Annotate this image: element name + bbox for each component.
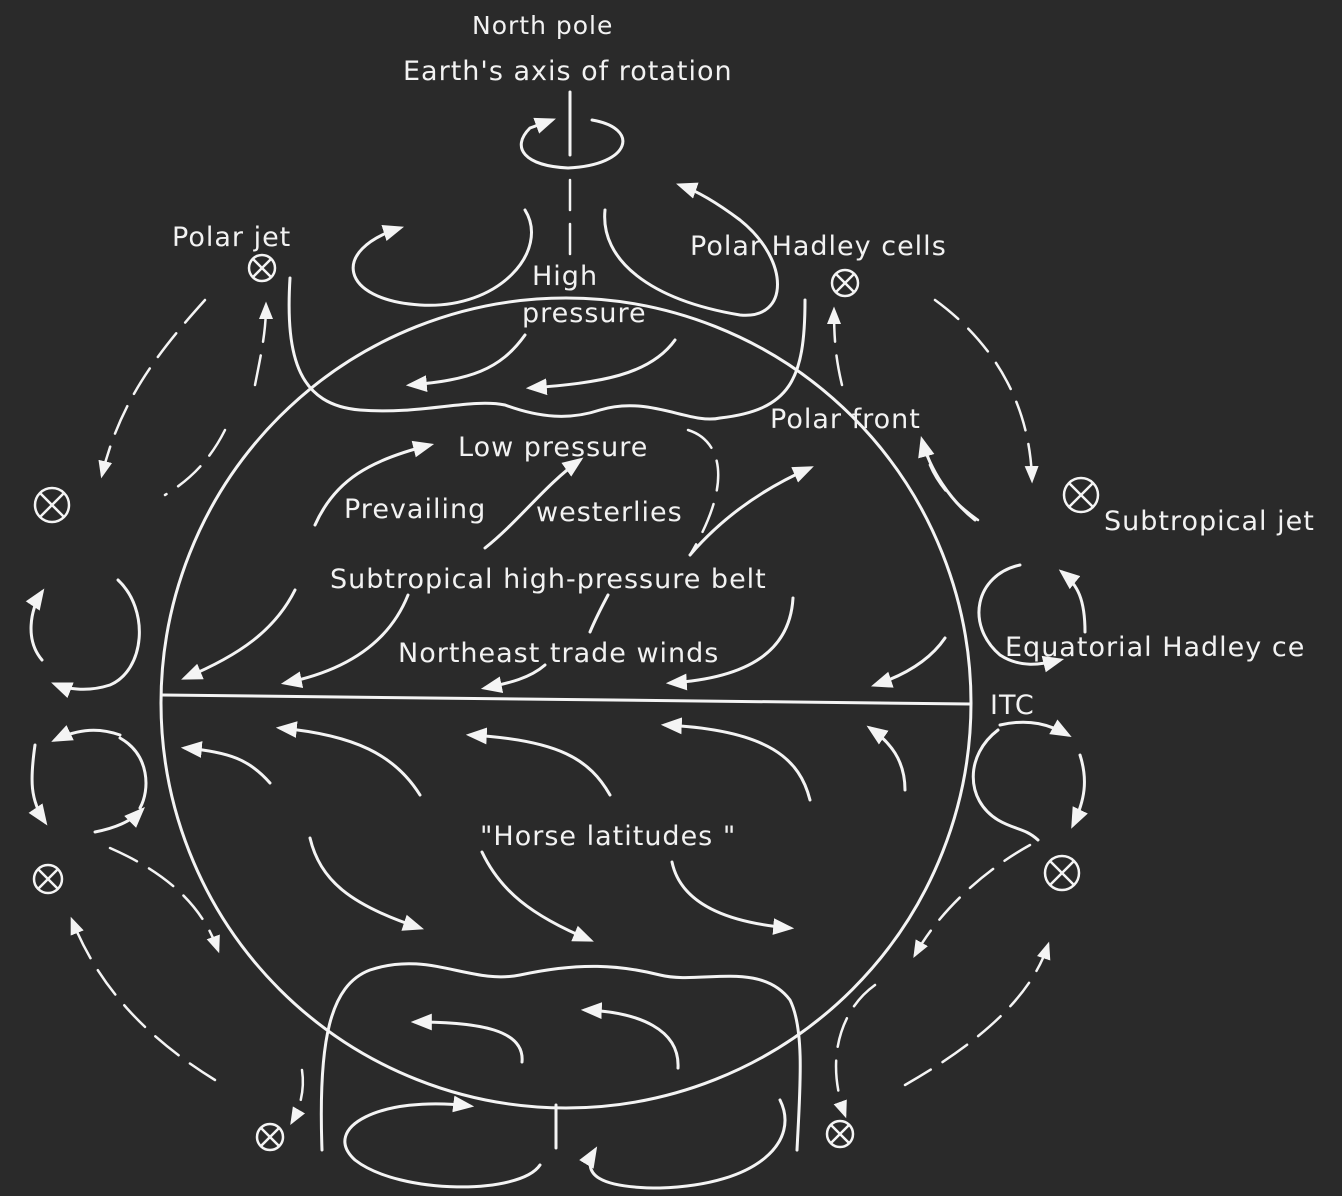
dash-front-up bbox=[918, 435, 977, 522]
itc-label: ITC bbox=[990, 690, 1035, 721]
right-cell-upper bbox=[977, 563, 1065, 673]
right-cell-lower-c bbox=[971, 728, 1040, 842]
left-cell-lower-b bbox=[28, 743, 48, 826]
westerly-1 bbox=[313, 440, 435, 527]
dash-left-lower-b bbox=[108, 846, 220, 954]
left-cell-upper-b bbox=[25, 588, 45, 662]
high-pressure-label-2: pressure bbox=[522, 298, 647, 329]
north-polar-cap bbox=[287, 276, 807, 421]
rotation-arrow bbox=[519, 117, 625, 170]
south-flow-4 bbox=[660, 717, 812, 802]
south-polar-cap bbox=[319, 962, 802, 1152]
polar-flow-1 bbox=[405, 333, 527, 392]
dash-jet-right bbox=[827, 306, 844, 387]
westerly-3 bbox=[688, 466, 814, 557]
dash-left-lower bbox=[70, 916, 217, 1082]
dash-left-upper bbox=[98, 298, 207, 479]
jet-stream-symbol-icon bbox=[32, 863, 64, 895]
south-flow-5 bbox=[866, 725, 907, 792]
subtropical-jet-label: Subtropical jet bbox=[1104, 506, 1315, 537]
westerly-2 bbox=[483, 457, 584, 550]
jet-stream-symbol-icon bbox=[825, 1119, 855, 1149]
south-polar-flow-1 bbox=[410, 1013, 524, 1064]
polar-jet-label: Polar jet bbox=[172, 222, 291, 253]
polar-flow-2 bbox=[525, 338, 677, 396]
south-flow-1 bbox=[180, 741, 272, 785]
right-cell-lower-b bbox=[1071, 753, 1088, 829]
horse-latitudes-label: "Horse latitudes " bbox=[480, 821, 736, 852]
left-cell-lower-c bbox=[93, 807, 145, 834]
south-flow-3 bbox=[465, 727, 612, 797]
south-flow-7 bbox=[480, 850, 594, 942]
dash-right-lower-c bbox=[833, 983, 877, 1119]
trade-5 bbox=[871, 636, 947, 688]
jet-stream-symbol-icon bbox=[33, 486, 71, 524]
dash-right-lower bbox=[903, 941, 1051, 1087]
belt-tick-1 bbox=[588, 593, 610, 634]
westerlies-label: westerlies bbox=[536, 497, 683, 528]
jet-stream-symbol-icon bbox=[1062, 476, 1100, 514]
dash-right-lower-b bbox=[913, 843, 1032, 959]
polar-cell-left bbox=[351, 208, 533, 307]
south-polar-cell-left bbox=[343, 1095, 542, 1189]
jet-stream-symbol-icon bbox=[1043, 854, 1081, 892]
polar-hadley-cells-label: Polar Hadley cells bbox=[690, 231, 947, 262]
south-polar-cell-right bbox=[579, 1098, 787, 1190]
trade-1 bbox=[181, 588, 297, 680]
prevailing-label: Prevailing bbox=[344, 494, 486, 525]
trade-2 bbox=[280, 593, 410, 688]
polar-front-label: Polar front bbox=[770, 404, 921, 435]
low-pressure-label: Low pressure bbox=[458, 432, 648, 463]
subtropical-belt-label: Subtropical high-pressure belt bbox=[330, 564, 767, 595]
dash-left-upper-b bbox=[163, 428, 227, 497]
left-cell-lower bbox=[51, 725, 122, 742]
south-flow-2 bbox=[275, 721, 422, 797]
left-cell-lower-d bbox=[118, 736, 148, 810]
jet-stream-symbol-icon bbox=[255, 1122, 285, 1152]
trade-winds-label: Northeast trade winds bbox=[398, 638, 719, 669]
equatorial-hadley-label: Equatorial Hadley ce bbox=[1005, 632, 1305, 663]
south-flow-6 bbox=[308, 836, 424, 931]
high-pressure-label-1: High bbox=[532, 261, 598, 292]
trade-3 bbox=[480, 663, 547, 693]
equator-line bbox=[160, 693, 972, 706]
axis-label: Earth's axis of rotation bbox=[403, 56, 733, 87]
right-cell-upper-b bbox=[1058, 569, 1087, 634]
trade-4 bbox=[665, 596, 795, 691]
dash-left-lower-c bbox=[290, 1068, 306, 1126]
right-cell-lower bbox=[998, 719, 1072, 738]
polar-front-line bbox=[686, 428, 720, 557]
polar-cell-right bbox=[603, 182, 779, 317]
dash-jet-left bbox=[253, 301, 273, 387]
left-cell-upper bbox=[51, 578, 141, 699]
south-polar-flow-2 bbox=[580, 1002, 680, 1070]
north-pole-label: North pole bbox=[472, 11, 613, 40]
jet-stream-symbol-icon bbox=[247, 253, 277, 283]
dash-right-upper bbox=[933, 298, 1039, 484]
south-flow-8 bbox=[670, 860, 795, 935]
jet-stream-symbol-icon bbox=[830, 268, 860, 298]
dash-right-upper-b bbox=[926, 458, 980, 522]
